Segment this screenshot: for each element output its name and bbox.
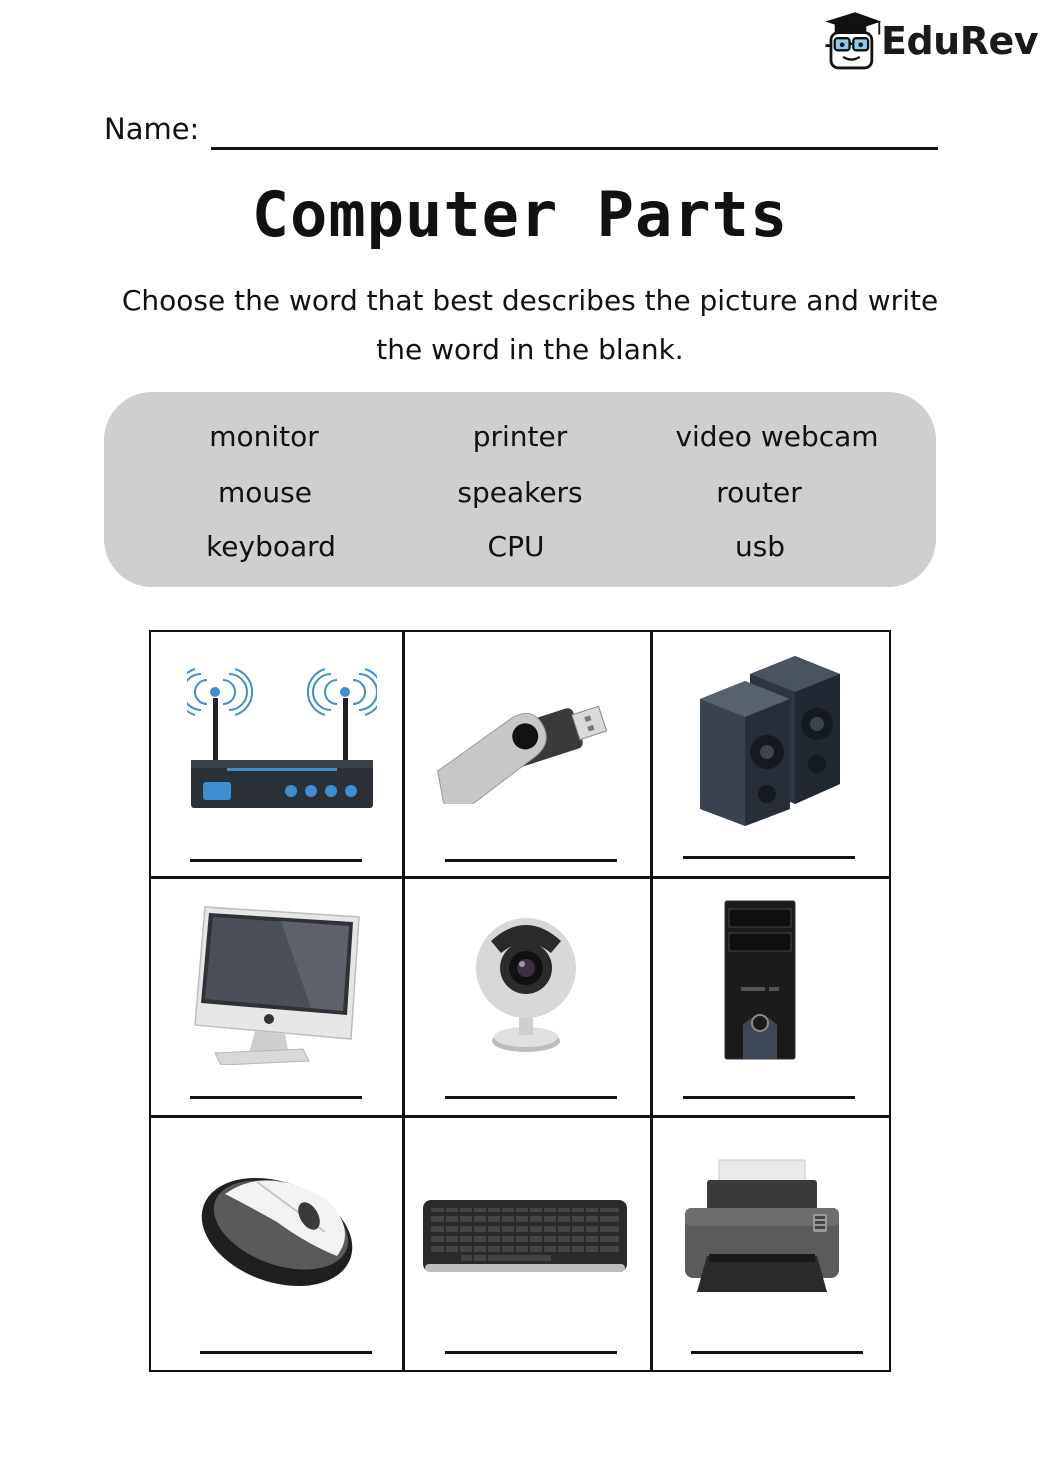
- graduation-cap-mascot-icon: [825, 12, 882, 70]
- picture-cell: [651, 1116, 891, 1371]
- grid-divider: [650, 632, 653, 1370]
- answer-blank[interactable]: [683, 856, 855, 859]
- grid-divider: [151, 876, 889, 879]
- picture-cell: [403, 877, 651, 1116]
- picture-grid: [149, 630, 891, 1372]
- name-field[interactable]: Name:: [104, 108, 938, 152]
- page-title: Computer Parts: [251, 178, 789, 251]
- word-bank: monitor printer video webcam mouse speak…: [104, 392, 936, 587]
- word-bank-item: usb: [734, 530, 786, 563]
- word-bank-item: monitor: [209, 420, 319, 453]
- word-bank-item: keyboard: [206, 530, 336, 563]
- answer-blank[interactable]: [445, 1351, 617, 1354]
- mouse-icon: [201, 1177, 353, 1287]
- word-bank-item: router: [716, 476, 802, 509]
- name-blank-line[interactable]: [211, 147, 938, 150]
- usb-drive-icon: [437, 705, 608, 804]
- picture-cell: [651, 877, 891, 1116]
- answer-blank[interactable]: [445, 1096, 617, 1099]
- router-icon: [187, 668, 377, 808]
- picture-cell: [651, 632, 891, 877]
- grid-divider: [402, 632, 405, 1370]
- picture-cell: [403, 632, 651, 877]
- answer-blank[interactable]: [691, 1351, 863, 1354]
- speakers-icon: [700, 656, 840, 826]
- picture-cell: [151, 632, 403, 877]
- webcam-icon: [476, 918, 576, 1052]
- word-bank-item: CPU: [487, 530, 545, 563]
- instructions-text: Choose the word that best describes the …: [121, 284, 939, 366]
- name-label: Name:: [104, 112, 200, 146]
- answer-blank[interactable]: [445, 859, 617, 862]
- picture-cell: [403, 1116, 651, 1371]
- word-bank-item: printer: [472, 420, 568, 453]
- edurev-logo: EduRev: [812, 2, 1039, 80]
- printer-icon: [685, 1159, 839, 1292]
- word-bank-item: speakers: [457, 476, 583, 509]
- monitor-icon: [194, 906, 360, 1065]
- picture-cell: [151, 1116, 403, 1371]
- picture-cell: [151, 877, 403, 1116]
- grid-divider: [151, 1115, 889, 1118]
- answer-blank[interactable]: [190, 859, 362, 862]
- answer-blank[interactable]: [683, 1096, 855, 1099]
- logo-text: EduRev: [880, 19, 1039, 63]
- answer-blank[interactable]: [190, 1096, 362, 1099]
- keyboard-icon: [423, 1200, 627, 1272]
- word-bank-item: video webcam: [675, 420, 879, 453]
- word-bank-item: mouse: [218, 476, 312, 509]
- answer-blank[interactable]: [200, 1351, 372, 1354]
- cpu-tower-icon: [724, 900, 796, 1060]
